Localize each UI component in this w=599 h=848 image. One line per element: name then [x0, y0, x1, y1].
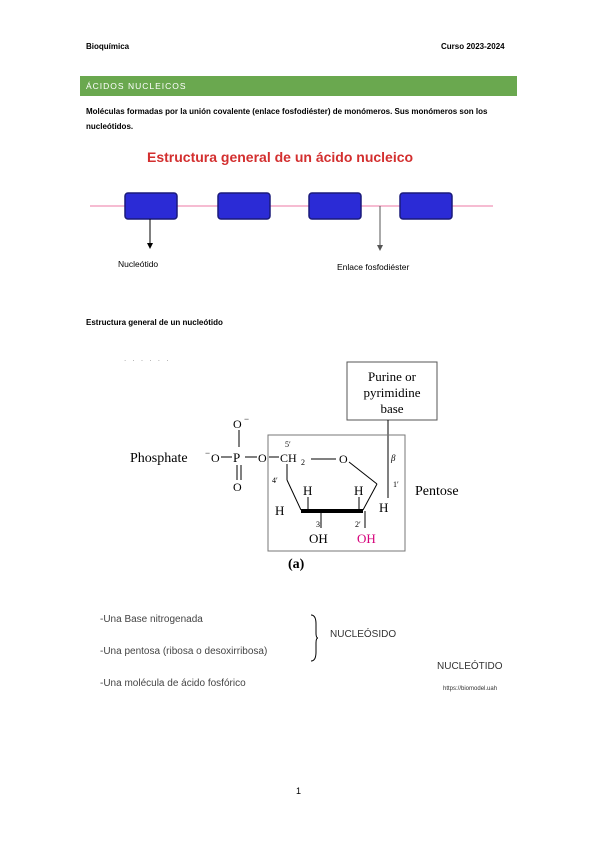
phosphodiester-label: Enlace fosfodiéster — [337, 262, 409, 272]
atom-h-c4: H — [303, 483, 312, 498]
charge-left: − — [205, 448, 210, 458]
atom-h-c3: H — [275, 503, 284, 518]
figure-caption: (a) — [288, 557, 305, 572]
base-line-1: Purine or — [368, 369, 417, 384]
atom-o-mid: O — [258, 451, 267, 465]
source-credit: https://biomodel.uah — [443, 686, 498, 692]
position-2: 2′ — [355, 520, 361, 529]
header-course: Curso 2023-2024 — [441, 42, 505, 51]
position-5: 5′ — [285, 440, 291, 449]
atom-p: P — [233, 450, 240, 465]
component-base: -Una Base nitrogenada — [100, 614, 203, 625]
page-number: 1 — [296, 786, 302, 796]
atom-h-c1: H — [354, 483, 363, 498]
atom-o-top: O — [233, 417, 242, 431]
faint-dots: . . . . . . — [124, 354, 171, 363]
nucleotide-structure-title: Estructura general de un nucleótido — [86, 318, 223, 327]
atom-o-bottom: O — [233, 480, 242, 494]
nucleotide-arrow-head — [147, 243, 153, 249]
bond-c4-c3 — [286, 479, 302, 511]
atom-oh-3: OH — [309, 531, 328, 546]
atom-h-c2: H — [379, 500, 388, 515]
base-line-2: pyrimidine — [363, 385, 420, 400]
component-phosphate: -Una molécula de ácido fosfórico — [100, 678, 246, 689]
bond-c1-c2 — [362, 483, 378, 511]
nucleotide-structure-diagram: Purine or pyrimidine base Phosphate O − … — [130, 361, 459, 572]
component-pentose: -Una pentosa (ribosa o desoxirribosa) — [100, 646, 268, 657]
position-4: 4′ — [272, 476, 278, 485]
position-3: 3′ — [316, 520, 322, 529]
nucleotide-block — [217, 192, 271, 220]
nucleotide-total-label: NUCLEÓTIDO — [437, 661, 503, 672]
atom-o-left: O — [211, 451, 220, 465]
beta-label: β — [390, 453, 396, 463]
nucleotide-block — [124, 192, 178, 220]
pentose-box — [267, 434, 406, 552]
atom-o-ring: O — [339, 452, 348, 466]
atom-ch2-subscript: 2 — [301, 458, 305, 467]
charge-top: − — [244, 414, 249, 424]
bond-arrow-head — [377, 245, 383, 251]
nucleotide-block — [399, 192, 453, 220]
pentose-label: Pentose — [415, 484, 459, 499]
nucleotide-block — [308, 192, 362, 220]
header-subject: Bioquímica — [86, 42, 130, 51]
nucleic-acid-diagram-title: Estructura general de un ácido nucleico — [147, 149, 414, 165]
nucleotide-label: Nucleótido — [118, 259, 158, 269]
base-box — [346, 361, 438, 421]
intro-paragraph: Moléculas formadas por la unión covalent… — [86, 107, 488, 131]
phosphate-label: Phosphate — [130, 451, 188, 466]
nucleic-acid-diagram: Nucleótido Enlace fosfodiéster — [90, 192, 493, 272]
nucleoside-bracket — [310, 614, 318, 662]
position-1: 1′ — [393, 480, 399, 489]
atom-ch2: CH — [280, 451, 297, 465]
base-line-3: base — [380, 401, 403, 416]
nucleoside-label: NUCLEÓSIDO — [330, 629, 397, 640]
section-heading: ÁCIDOS NUCLEICOS — [80, 76, 517, 96]
bond-o-c1 — [348, 461, 378, 485]
atom-oh-2: OH — [357, 531, 376, 546]
